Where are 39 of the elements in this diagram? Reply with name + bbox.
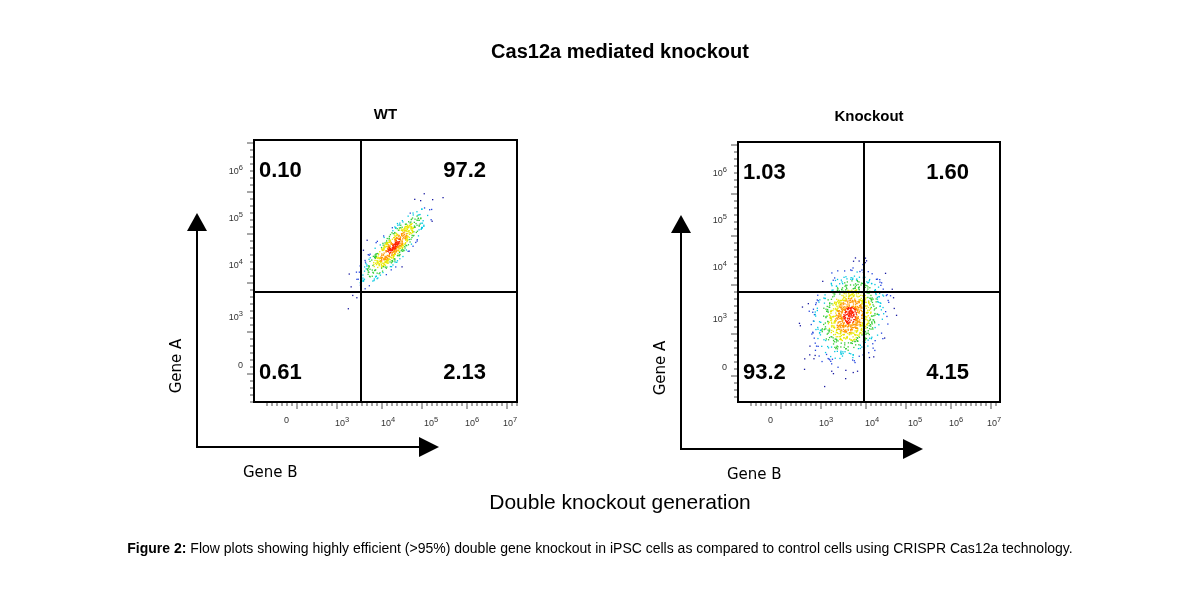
axis-tick-label: 10$^{7}$: [503, 415, 518, 428]
axis-tick-label: 10$^{4}$: [381, 415, 396, 428]
axis-tick-label: 0: [721, 362, 727, 372]
axis-tick-label: 10$^{6}$: [949, 415, 964, 428]
axis-tick-label: 10$^{5}$: [424, 415, 439, 428]
axis-tick-label: 0: [284, 415, 289, 425]
axis-title: Gene A: [651, 340, 670, 396]
axis-tick-label: 10$^{3}$: [227, 309, 243, 322]
axis-tick-label: 10$^{5}$: [908, 415, 923, 428]
axis-tick-label: 10$^{4}$: [865, 415, 880, 428]
quadrant-percentage: 4.15: [926, 361, 969, 383]
quadrant-percentage: 93.2: [743, 361, 786, 383]
quadrant-percentage: 97.2: [443, 159, 486, 181]
axis-tick-label: 10$^{4}$: [227, 257, 243, 270]
axis-title: Gene B: [727, 465, 782, 483]
figure-caption: Figure 2: Flow plots showing highly efficient (>95%) double gene knockout in iPSC cells as compared to control cells using CRISPR Cas12a technology.: [126, 540, 1074, 556]
figure-subtitle: Double knockout generation: [488, 490, 752, 514]
quadrant-percentage: 1.03: [743, 161, 786, 183]
axis-tick-label: 10$^{5}$: [227, 210, 243, 223]
axis-title: Gene A: [167, 338, 186, 394]
axis-tick-label: 0: [237, 360, 243, 370]
axis-tick-label: 10$^{5}$: [711, 212, 727, 225]
quadrant-percentage: 0.10: [259, 159, 302, 181]
chart-title: Cas12a mediated knockout: [490, 40, 750, 63]
quadrant-percentage: 0.61: [259, 361, 302, 383]
axis-tick-label: 10$^{7}$: [987, 415, 1002, 428]
quadrant-percentage: 2.13: [443, 361, 486, 383]
axis-tick-label: 10$^{6}$: [465, 415, 480, 428]
axis-tick-label: 10$^{6}$: [227, 163, 243, 176]
axis-tick-label: 10$^{6}$: [711, 165, 727, 178]
axis-tick-label: 0: [768, 415, 773, 425]
axis-tick-label: 10$^{3}$: [819, 415, 834, 428]
plot-title: WT: [372, 105, 399, 122]
axis-title: Gene B: [243, 463, 298, 481]
axis-tick-label: 10$^{4}$: [711, 259, 727, 272]
plot-title: Knockout: [833, 107, 905, 124]
axis-tick-label: 10$^{3}$: [335, 415, 350, 428]
axis-tick-label: 10$^{3}$: [711, 311, 727, 324]
quadrant-percentage: 1.60: [926, 161, 969, 183]
